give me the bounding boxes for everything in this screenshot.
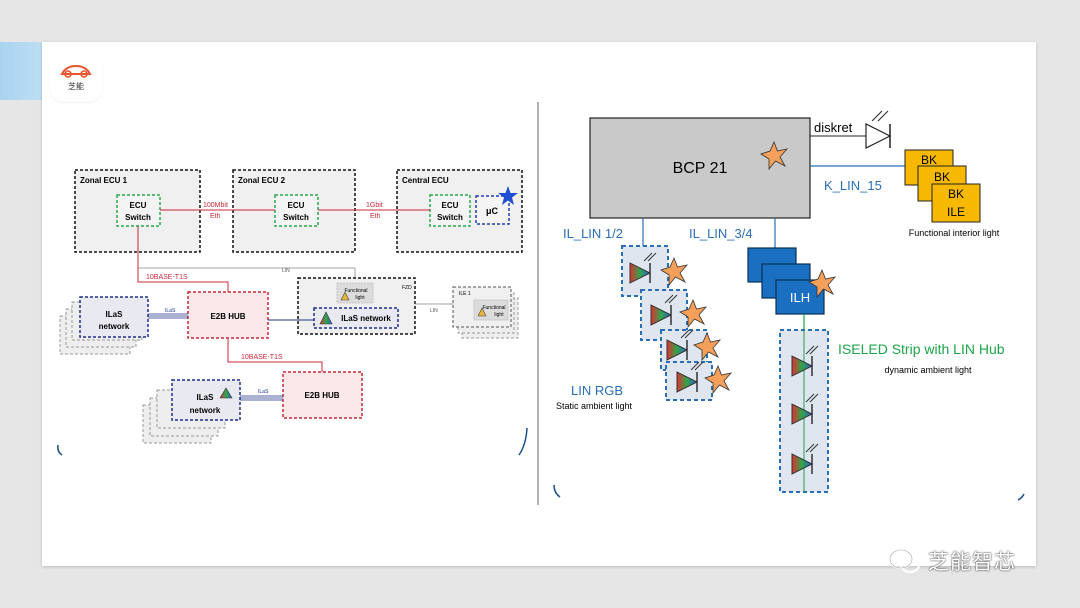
warning-light-icon	[340, 291, 350, 301]
ilas-network-2-l2: network	[190, 406, 221, 415]
ilas-link-2-label: ILaS	[258, 389, 269, 395]
link-1g-label-1: 1Gbit	[366, 202, 383, 209]
il-lin-12-label: IL_LIN 1/2	[563, 226, 623, 241]
ilh-label: ILH	[790, 290, 810, 305]
dynamic-ambient-label: dynamic ambient light	[884, 365, 972, 375]
t1s-line-1	[137, 226, 229, 292]
ecu-switch-2-l1: ECU	[288, 201, 305, 210]
lin-rgb-label: LIN RGB	[571, 383, 623, 398]
bk-label-3: BK	[948, 187, 964, 201]
warning-light-icon-2	[477, 307, 487, 317]
t1s-label-2: 10BASE-T1S	[241, 354, 283, 361]
bk-ile-box	[931, 183, 981, 223]
k-lin-label: K_LIN_15	[824, 178, 882, 193]
e2b-hub-2-label: E2B HUB	[304, 391, 339, 400]
zonal-ecu-2-label: Zonal ECU 2	[238, 176, 286, 185]
ecu-switch-3-l2: Switch	[437, 213, 463, 222]
bk-label-2: BK	[934, 170, 950, 184]
blue-star-icon	[498, 186, 518, 205]
ecu-switch-1-l1: ECU	[130, 201, 147, 210]
t1s-line-2	[227, 338, 323, 372]
zonal-ecu-1-label: Zonal ECU 1	[80, 176, 128, 185]
watermark: 芝能智芯	[888, 546, 1016, 576]
lin-label-1: LIN	[282, 268, 290, 274]
diode-icon	[865, 123, 892, 149]
il-lin-34-label: IL_LIN_3/4	[689, 226, 753, 241]
e2b-hub-2	[282, 371, 363, 419]
bcp21-label: BCP 21	[673, 160, 728, 177]
central-ecu-label: Central ECU	[402, 176, 449, 185]
link-100-label-2: Eth	[210, 213, 221, 220]
ile1-functional-l1: Functional	[482, 305, 505, 311]
ile1-label: ILE 1	[459, 291, 471, 297]
fzd-functional-l1: Functional	[344, 288, 367, 294]
car-logo-icon	[60, 64, 92, 78]
fzd-functional-l2: light	[355, 295, 365, 301]
iseled-label: ISELED Strip with LIN Hub	[838, 341, 1005, 357]
corner-arc-1	[57, 444, 63, 456]
diode-rays	[871, 110, 889, 122]
link-100-label-1: 100Mbit	[203, 202, 228, 209]
bk-label-1: BK	[921, 153, 937, 167]
corner-arc-4	[1017, 493, 1025, 501]
e2b-hub-1	[187, 291, 269, 339]
bcp21-box	[589, 117, 811, 219]
ecu-switch-1-l2: Switch	[125, 213, 151, 222]
lin-rgb-cascade	[621, 245, 732, 401]
ecu-switch-3-l1: ECU	[442, 201, 459, 210]
led-icon-fzd	[319, 311, 333, 325]
ecu-switch-2-l2: Switch	[283, 213, 309, 222]
ecu-switch-3	[429, 194, 471, 227]
fzd-ilas-network-label: ILaS network	[341, 314, 391, 323]
microcontroller-label: μC	[486, 206, 499, 216]
link-1g-label-2: Eth	[370, 213, 381, 220]
ilas-network-2-l1: ILaS	[197, 393, 215, 402]
fzd-label: FZD	[402, 285, 412, 291]
ile-label: ILE	[947, 205, 965, 219]
ilas-link-1-label: ILaS	[165, 308, 176, 314]
functional-interior-label: Functional interior light	[909, 228, 1000, 238]
ilas-network-1-l2: network	[99, 322, 130, 331]
static-ambient-label: Static ambient light	[556, 401, 633, 411]
watermark-text: 芝能智芯	[928, 550, 1016, 574]
lin-label-2: LIN	[430, 308, 438, 314]
ilas-network-1-l1: ILaS	[106, 310, 124, 319]
e2b-hub-1-label: E2B HUB	[210, 312, 245, 321]
logo-text: 芝能	[68, 82, 84, 91]
led-icon-ilas-2	[219, 387, 233, 399]
fzd-ilas-network	[313, 307, 399, 329]
brand-logo: 芝能	[52, 52, 100, 100]
ilas-network-1	[79, 296, 149, 338]
corner-arc-3	[553, 484, 561, 498]
t1s-label-1: 10BASE-T1S	[146, 274, 188, 281]
diskret-label: diskret	[814, 120, 853, 135]
wechat-icon	[889, 549, 920, 573]
corner-arc-2	[518, 427, 528, 456]
ile1-functional-l2: light	[494, 312, 504, 318]
